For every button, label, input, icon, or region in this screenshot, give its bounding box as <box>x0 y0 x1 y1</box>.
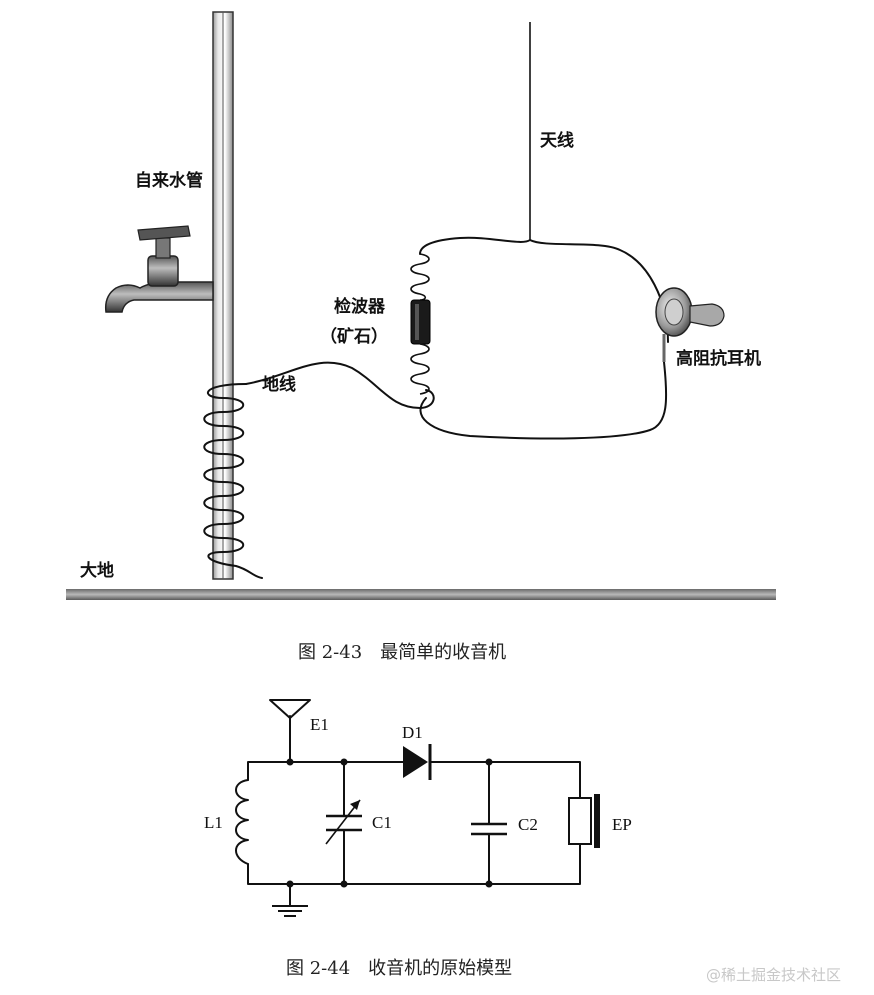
earphone-icon <box>655 287 725 362</box>
crystal-detector <box>410 253 431 395</box>
label-earphone: 高阻抗耳机 <box>676 348 761 369</box>
label-detector: 检波器 <box>334 296 386 317</box>
diode-d1 <box>403 744 432 780</box>
label-antenna: 天线 <box>540 130 574 151</box>
caption-figure-2-43: 图 2-43 最简单的收音机 <box>298 642 506 663</box>
inductor-l1 <box>235 779 249 865</box>
label-e1: E1 <box>310 715 329 734</box>
earth-ground <box>66 589 776 600</box>
earphone-ep-symbol <box>568 794 600 848</box>
label-ep: EP <box>612 815 632 834</box>
label-detector-mineral: （矿石） <box>320 326 388 347</box>
junction-dots <box>286 758 493 888</box>
ground-wire-coil <box>203 383 263 579</box>
ground-icon <box>272 905 308 917</box>
schematic-diagram: E1 D1 L1 C1 C2 EP <box>204 699 632 917</box>
label-earth: 大地 <box>80 560 114 581</box>
label-ground-wire: 地线 <box>262 374 296 395</box>
antenna-symbol <box>269 699 311 719</box>
label-c1: C1 <box>372 813 392 832</box>
label-water-pipe: 自来水管 <box>135 170 203 191</box>
label-d1: D1 <box>402 723 423 742</box>
earphone-wire <box>419 361 668 440</box>
label-l1: L1 <box>204 813 223 832</box>
capacitor-c2 <box>471 822 507 836</box>
faucet-icon <box>104 225 214 313</box>
watermark: @稀土掘金技术社区 <box>706 966 841 984</box>
variable-capacitor-c1 <box>325 799 362 845</box>
water-pipe <box>212 11 234 580</box>
caption-figure-2-44: 图 2-44 收音机的原始模型 <box>286 958 512 979</box>
ground-wire <box>245 361 435 409</box>
crystal-radio-illustration: 自来水管 天线 检波器 （矿石） 高阻抗耳机 地线 大地 <box>66 11 776 600</box>
antenna-wire <box>419 236 669 343</box>
schematic-wires <box>247 715 581 907</box>
label-c2: C2 <box>518 815 538 834</box>
